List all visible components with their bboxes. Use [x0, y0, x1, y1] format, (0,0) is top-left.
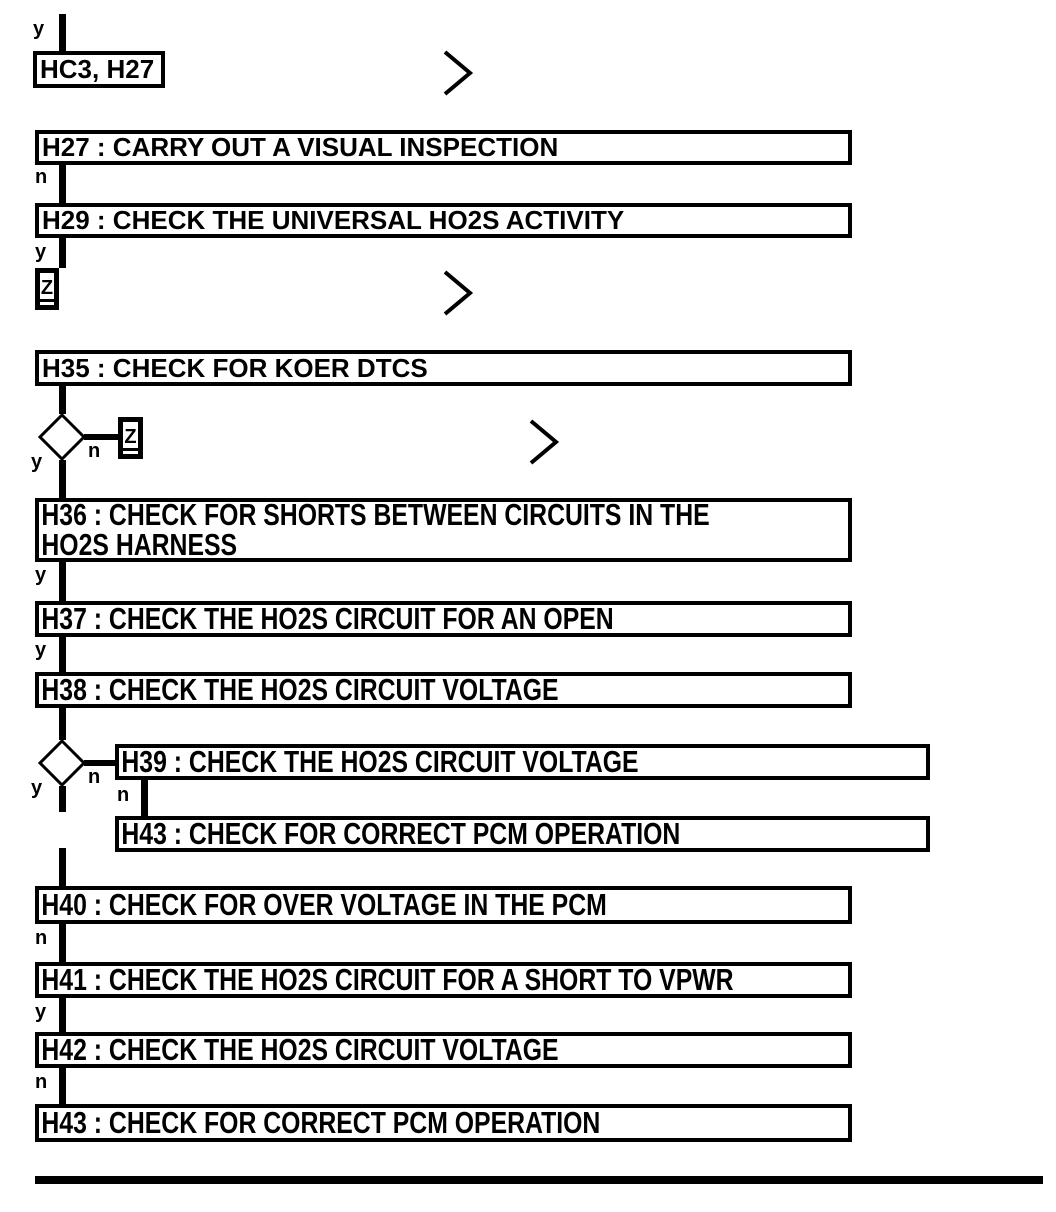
branch-label-no: n — [88, 766, 101, 788]
process-box-h37: H37 : CHECK THE HO2S CIRCUIT FOR AN OPEN — [35, 601, 852, 637]
offpage-connector-label: Z — [123, 426, 138, 451]
process-label: H27 : CARRY OUT A VISUAL INSPECTION — [42, 132, 559, 162]
connector-line — [59, 14, 66, 52]
offpage-connector-box: Z — [35, 268, 59, 310]
process-label: H38 : CHECK THE HO2S CIRCUIT VOLTAGE — [41, 672, 559, 707]
process-box-h35: H35 : CHECK FOR KOER DTCS — [35, 350, 852, 386]
process-label: H43 : CHECK FOR CORRECT PCM OPERATION — [121, 816, 681, 851]
process-box-h41: H41 : CHECK THE HO2S CIRCUIT FOR A SHORT… — [35, 962, 852, 998]
branch-label-yes: y — [31, 451, 43, 473]
connector-line — [59, 998, 66, 1032]
connector-line — [59, 165, 66, 203]
process-box-h27: H27 : CARRY OUT A VISUAL INSPECTION — [35, 130, 852, 165]
connector-line — [59, 238, 66, 268]
connector-line — [59, 637, 66, 672]
offpage-connector-box: Z — [118, 417, 143, 459]
branch-label-yes: y — [35, 241, 47, 263]
process-label: H37 : CHECK THE HO2S CIRCUIT FOR AN OPEN — [41, 601, 614, 636]
process-label: H41 : CHECK THE HO2S CIRCUIT FOR A SHORT… — [41, 962, 734, 997]
branch-label-no: n — [35, 927, 48, 949]
branch-label-yes: y — [31, 777, 43, 799]
connector-line — [59, 924, 66, 962]
process-label: H43 : CHECK FOR CORRECT PCM OPERATION — [41, 1105, 601, 1140]
process-label: H40 : CHECK FOR OVER VOLTAGE IN THE PCM — [41, 887, 607, 922]
process-box-h38: H38 : CHECK THE HO2S CIRCUIT VOLTAGE — [35, 672, 852, 708]
process-label-line2: HO2S HARNESS — [41, 527, 238, 562]
process-box-h39: H39 : CHECK THE HO2S CIRCUIT VOLTAGE — [115, 744, 930, 780]
branch-label-no: n — [35, 166, 48, 188]
decision-diamond — [38, 739, 86, 787]
connector-line — [59, 708, 66, 740]
decision-diamond — [38, 413, 86, 461]
process-box-h40: H40 : CHECK FOR OVER VOLTAGE IN THE PCM — [35, 886, 852, 924]
process-label-line1: H36 : CHECK FOR SHORTS BETWEEN CIRCUITS … — [41, 497, 710, 532]
start-connector-box: HC3, H27 — [33, 51, 165, 88]
branch-label-yes: y — [35, 1001, 47, 1023]
branch-label-no: n — [88, 440, 101, 462]
branch-label-no: n — [35, 1071, 48, 1093]
connector-line — [59, 386, 66, 414]
process-box-h42: H42 : CHECK THE HO2S CIRCUIT VOLTAGE — [35, 1032, 852, 1068]
continue-chevron-icon — [529, 419, 560, 465]
connector-line — [84, 434, 119, 440]
branch-label-yes: y — [33, 18, 45, 40]
process-box-h43-end: H43 : CHECK FOR CORRECT PCM OPERATION — [35, 1104, 852, 1142]
process-label: H39 : CHECK THE HO2S CIRCUIT VOLTAGE — [121, 744, 639, 779]
process-box-h36: H36 : CHECK FOR SHORTS BETWEEN CIRCUITS … — [35, 498, 852, 562]
process-box-h29: H29 : CHECK THE UNIVERSAL HO2S ACTIVITY — [35, 203, 852, 238]
branch-label-yes: y — [35, 564, 47, 586]
connector-line — [59, 562, 66, 601]
page-divider-line — [35, 1176, 1043, 1184]
process-box-h43-branch: H43 : CHECK FOR CORRECT PCM OPERATION — [115, 816, 930, 852]
process-label: H29 : CHECK THE UNIVERSAL HO2S ACTIVITY — [42, 205, 625, 235]
process-label: H42 : CHECK THE HO2S CIRCUIT VOLTAGE — [41, 1032, 559, 1067]
connector-line — [59, 848, 66, 886]
process-label: H35 : CHECK FOR KOER DTCS — [42, 352, 428, 383]
connector-line — [59, 1068, 66, 1104]
start-connector-label: HC3, H27 — [40, 54, 155, 84]
branch-label-yes: y — [35, 639, 47, 661]
connector-line — [84, 760, 115, 766]
continue-chevron-icon — [443, 50, 474, 96]
connector-line — [141, 780, 148, 816]
offpage-connector-label: Z — [39, 277, 55, 302]
connector-line — [59, 460, 66, 498]
branch-label-no: n — [117, 784, 130, 806]
continue-chevron-icon — [443, 270, 474, 316]
connector-line — [59, 786, 66, 812]
